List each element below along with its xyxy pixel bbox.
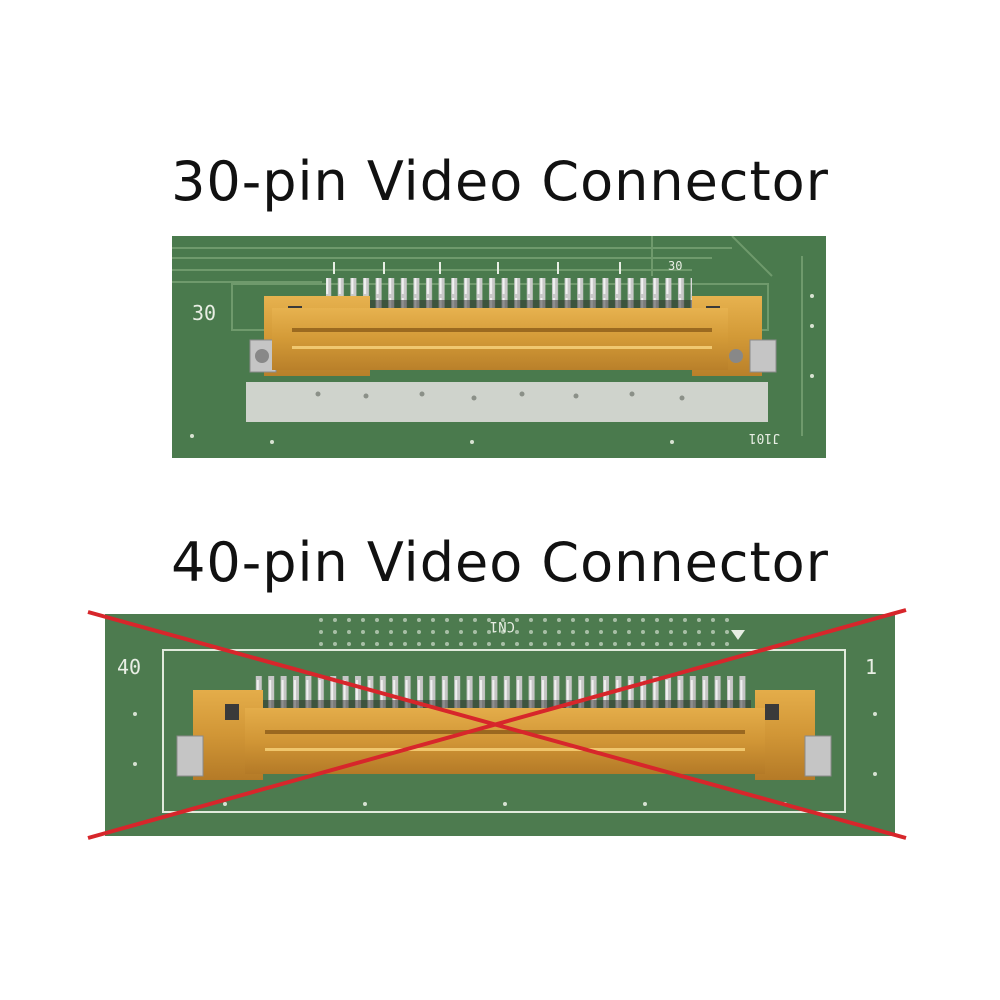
board-label-1: 1 [865, 655, 877, 679]
photo-40-pin-connector: 40 1 CN1 [105, 614, 895, 836]
board-label-30: 30 [192, 301, 216, 325]
pcb-vias [190, 294, 814, 444]
title-30-pin-connector: 30-pin Video Connector [171, 150, 829, 213]
board-label-40: 40 [117, 655, 141, 679]
connector-base-plate [246, 382, 768, 422]
connector-housing [272, 308, 728, 370]
title-40-pin-connector: 40-pin Video Connector [171, 531, 829, 594]
designator-j101: J101 [749, 430, 780, 445]
photo-30-pin-connector: 30 30 J101 [172, 236, 826, 458]
connector-housing [245, 708, 765, 774]
pin-index-ticks [333, 262, 621, 274]
pcb-via-field [315, 618, 735, 654]
pin-marker-30: 30 [668, 259, 682, 273]
designator-cn1: CN1 [490, 618, 515, 634]
